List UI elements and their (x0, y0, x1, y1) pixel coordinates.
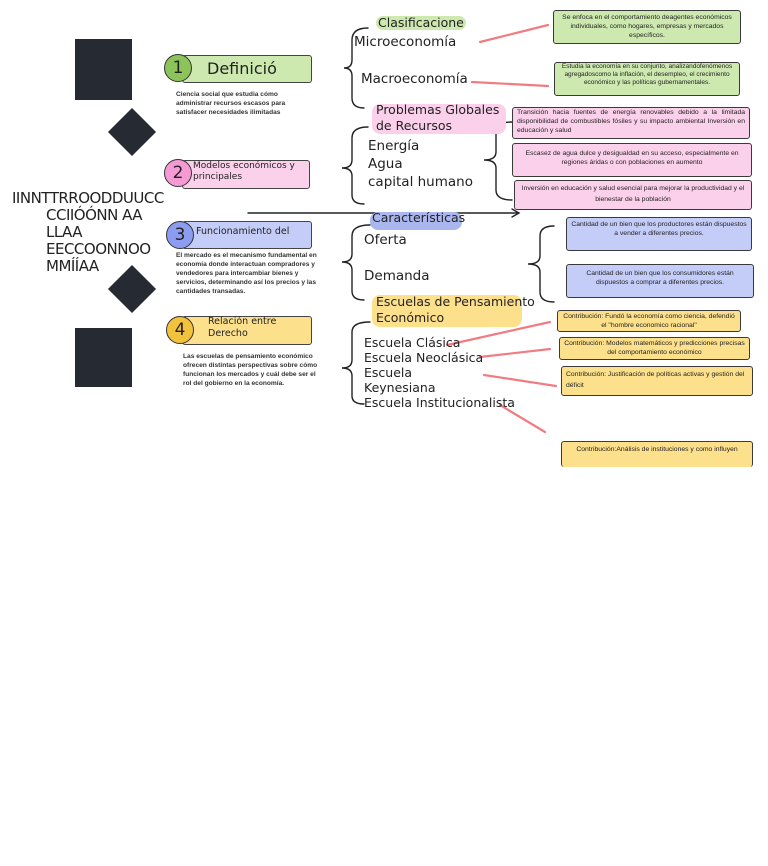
section-4-label-box (182, 316, 312, 345)
connector-macro (470, 80, 550, 88)
item-escuela-keynesiana: Escuela Keynesiana (364, 365, 436, 395)
section-1-label: Definició (207, 59, 277, 78)
title-line: LLAA (46, 223, 83, 241)
escuelas-header: Escuelas de Pensamiento Económico (376, 294, 535, 325)
title-line: CCIIÓÓNN AA (46, 206, 143, 224)
card-oferta: Cantidad de un bien que los productores … (566, 217, 752, 251)
decor-square-bottom (75, 328, 132, 387)
section-3-label: Funcionamiento del (196, 226, 290, 237)
item-agua: Agua (368, 156, 403, 172)
item-macroeconomia: Macroeconomía (361, 71, 468, 87)
arrow-head (511, 208, 521, 218)
section-4-note: Las escuelas de pensamiento económico of… (183, 353, 318, 387)
item-escuela-clasica: Escuela Clásica (364, 335, 461, 350)
section-1-number: 1 (164, 54, 192, 82)
item-energia: Energía (368, 138, 420, 154)
connector-neoclasica (478, 347, 552, 359)
section-3-note: El mercado es el mecanismo fundamental e… (176, 252, 317, 295)
card-capital-humano: Inversión en educación y salud esencial … (514, 180, 752, 210)
connector-keynesiana (482, 373, 558, 388)
caracteristicas-header: Características (372, 210, 466, 225)
card-escuela-clasica: Contribución: Fundó la economía como cie… (557, 310, 741, 332)
connector-micro (478, 23, 550, 44)
brace-clasificacion (343, 27, 369, 109)
card-macroeconomia: Estudia la economía en su conjunto, anal… (554, 62, 740, 96)
section-2-label: Modelos económicos y principales (193, 161, 295, 182)
problemas-header: Problemas Globales de Recursos (376, 102, 500, 133)
escuelas-header-highlight (372, 295, 522, 327)
card-energia: Transición hacia fuentes de energía reno… (512, 107, 750, 139)
section-4-number: 4 (166, 316, 194, 344)
brace-caracteristicas-cards (527, 225, 555, 303)
connector-clasica (445, 320, 552, 347)
clasificacion-header: Clasificacione (378, 15, 464, 30)
card-escuela-institucionalista: Contribución:Análisis de instituciones y… (561, 441, 753, 467)
caracteristicas-header-highlight (370, 212, 462, 230)
section-2-num-text: 2 (172, 163, 184, 183)
card-microeconomia: Se enfoca en el comportamiento deagentes… (553, 10, 741, 44)
card-agua: Escasez de agua dulce y desigualdad en s… (512, 143, 752, 177)
clasificacion-header-highlight (376, 16, 466, 30)
item-oferta: Oferta (364, 232, 407, 248)
item-capital-humano: capital humano (368, 174, 473, 190)
brace-problemas (341, 126, 369, 205)
connector-institucionalista (498, 403, 547, 434)
item-escuela-neoclasica: Escuela Neoclásica (364, 350, 484, 365)
brace-caracteristicas (341, 224, 371, 301)
title-line: EECCOONNOO (46, 240, 151, 258)
item-demanda: Demanda (364, 268, 430, 284)
item-escuela-institucionalista: Escuela Institucionalista (364, 395, 515, 410)
section-4-num-text: 4 (174, 320, 186, 340)
section-3-num-text: 3 (174, 225, 186, 245)
title-line: IINNTTRROODDUUCC (12, 189, 164, 207)
problemas-header-highlight (372, 104, 506, 134)
section-4-label: Relación entre Derecho (208, 316, 277, 339)
card-escuela-neoclasica: Contribución: Modelos matemáticos y pred… (559, 337, 750, 360)
card-demanda: Cantidad de un bien que los consumidores… (566, 264, 754, 298)
decor-square-top (75, 39, 132, 100)
section-1-note: Ciencia social que estudia cómo administ… (176, 91, 286, 116)
title-line: MMÍÍAA (46, 257, 99, 275)
main-title: IINNTTRROODDUUCC CCIIÓÓNN AA LLAA EECCOO… (12, 189, 164, 275)
brace-escuelas (341, 321, 371, 405)
section-1-num-text: 1 (172, 58, 184, 78)
section-2-number: 2 (164, 159, 192, 187)
card-escuela-keynesiana: Contribución: Justificación de políticas… (561, 366, 753, 396)
section-1-label-box (182, 55, 312, 83)
section-3-label-box (182, 221, 312, 249)
section-3-number: 3 (166, 221, 194, 249)
item-microeconomia: Microeconomía (354, 34, 457, 50)
